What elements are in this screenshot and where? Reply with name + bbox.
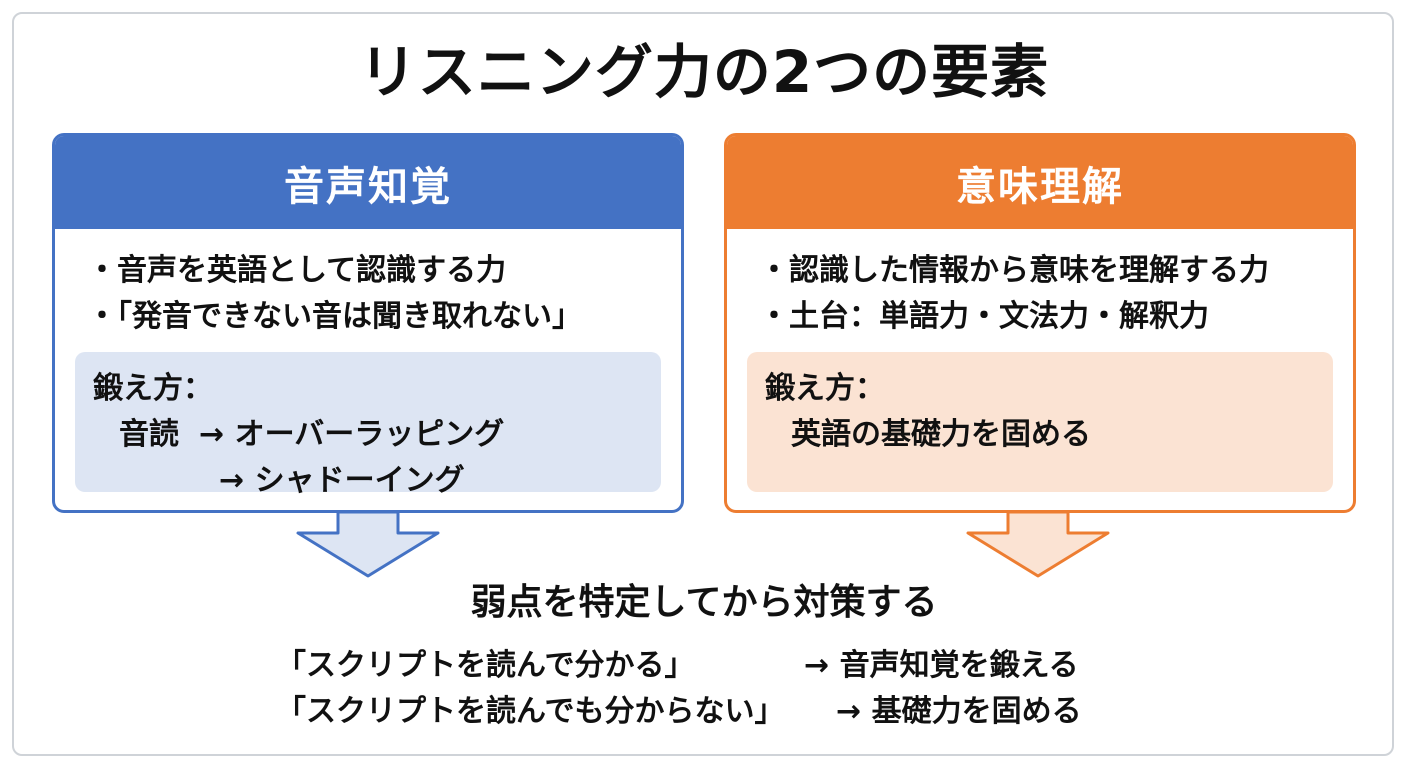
bullet-list-meaning-comprehension: 認識した情報から意味を理解する力 土台：単語力・文法力・解釈力 <box>759 248 1269 340</box>
training-step: → シャドーイング <box>219 463 465 498</box>
result-condition: 「スクリプトを読んでも分からない」 <box>276 694 785 729</box>
result-condition: 「スクリプトを読んで分かる」 <box>276 648 695 683</box>
panel-header-meaning-comprehension: 意味理解 <box>727 136 1353 229</box>
bullet-item: 認識した情報から意味を理解する力 <box>759 248 1269 294</box>
panel-meaning-comprehension: 意味理解 認識した情報から意味を理解する力 土台：単語力・文法力・解釈力 鍛え方… <box>724 133 1356 513</box>
bullet-item: 音声を英語として認識する力 <box>87 248 582 294</box>
bullet-list-sound-perception: 音声を英語として認識する力 「発音できない音は聞き取れない」 <box>87 248 582 340</box>
bullet-item: 「発音できない音は聞き取れない」 <box>87 294 582 340</box>
bullet-item: 土台：単語力・文法力・解釈力 <box>759 294 1269 340</box>
training-box-meaning-comprehension: 鍛え方： 英語の基礎力を固める <box>747 352 1333 492</box>
training-label: 鍛え方： <box>93 371 213 406</box>
result-action: → 音声知覚を鍛える <box>804 648 1079 683</box>
training-detail: 英語の基礎力を固める <box>791 417 1091 452</box>
training-method: 音読 <box>119 417 179 452</box>
training-label: 鍛え方： <box>765 371 885 406</box>
training-line-1: 音読 → オーバーラッピング <box>93 412 643 458</box>
panel-header-sound-perception: 音声知覚 <box>55 136 681 229</box>
result-action: → 基礎力を固める <box>836 694 1082 729</box>
training-line-2: → シャドーイング <box>93 458 643 504</box>
training-box-sound-perception: 鍛え方： 音読 → オーバーラッピング → シャドーイング <box>75 352 661 498</box>
conclusion-text: 弱点を特定してから対策する <box>470 582 938 623</box>
diagram-title: リスニング力の2つの要素 <box>358 38 1050 106</box>
training-step: → オーバーラッピング <box>199 417 505 452</box>
panel-sound-perception: 音声知覚 音声を英語として認識する力 「発音できない音は聞き取れない」 鍛え方：… <box>52 133 684 513</box>
